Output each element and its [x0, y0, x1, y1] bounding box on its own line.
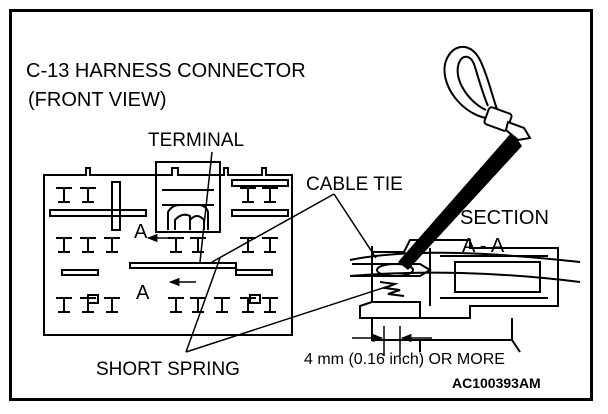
terminal-cavities: [56, 187, 278, 313]
terminal-cavity: [104, 237, 120, 253]
leader-lines: [146, 151, 393, 353]
connector-title: C-13 HARNESS CONNECTOR: [26, 60, 306, 82]
figure-border: [9, 9, 593, 401]
connector-view-subtitle: (FRONT VIEW): [28, 89, 167, 111]
cable-tie-leader-2: [333, 193, 377, 259]
section-view: [349, 239, 581, 353]
cable-tie-label: CABLE TIE: [306, 174, 403, 195]
section-marker-lower: A: [136, 282, 150, 304]
section-id-label: A - A: [462, 235, 505, 257]
terminal-cavity: [56, 237, 72, 253]
short-spring-label: SHORT SPRING: [96, 359, 240, 380]
section-label: SECTION: [460, 207, 549, 229]
terminal-cavity: [168, 237, 184, 253]
cable-tie-leader-1: [211, 193, 335, 263]
terminal-cavity: [240, 237, 256, 253]
terminal-cavity: [190, 297, 206, 313]
terminal-cavity: [104, 297, 120, 313]
terminal-cavity: [240, 297, 256, 313]
terminal-leader: [199, 151, 213, 263]
terminal-label: TERMINAL: [148, 130, 245, 151]
terminal-cavity: [240, 187, 256, 203]
terminal-cavity: [80, 297, 96, 313]
terminal-cavity: [80, 237, 96, 253]
section-marker-upper: A: [134, 221, 148, 243]
cable-tie-callout: [398, 132, 522, 270]
cable-tie-illustration: [443, 46, 532, 142]
terminal-cavity: [190, 237, 206, 253]
dimension-label: 4 mm (0.16 inch) OR MORE: [304, 351, 505, 368]
connector-front-view: [43, 161, 293, 336]
short-spring-leader-2: [185, 284, 393, 353]
short-spring-leader-1: [185, 257, 221, 353]
dimension-marker: [352, 326, 432, 356]
terminal-cavity: [168, 297, 184, 313]
terminal-cavity: [56, 297, 72, 313]
terminal-cavity: [56, 187, 72, 203]
terminal-cavity: [80, 187, 96, 203]
terminal-cavity: [262, 237, 278, 253]
terminal-cavity: [214, 297, 230, 313]
figure-code: AC100393AM: [452, 375, 541, 391]
terminal-cavity: [262, 297, 278, 313]
terminal-cavity: [262, 187, 278, 203]
